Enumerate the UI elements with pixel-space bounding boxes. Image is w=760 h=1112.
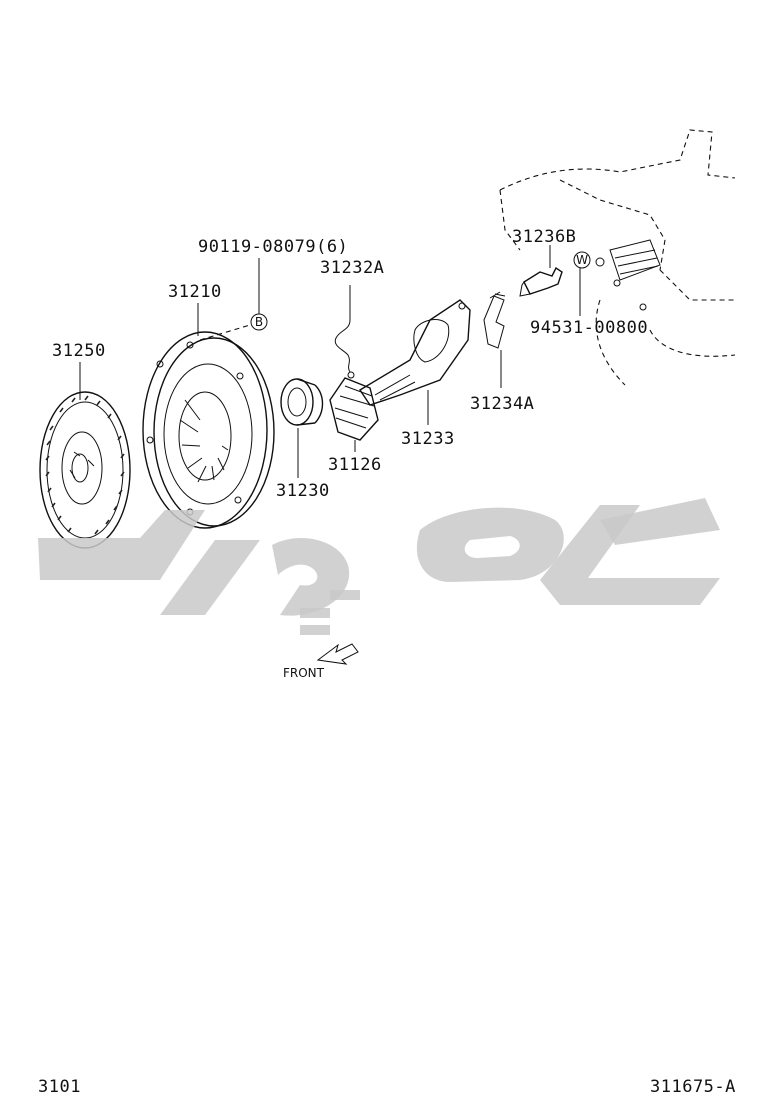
label-clutch-cover: 31210 bbox=[168, 282, 222, 302]
clutch-cover bbox=[142, 331, 275, 529]
label-washer: 94531-00800 bbox=[530, 318, 648, 338]
washer-marker: W bbox=[576, 253, 588, 267]
release-bearing bbox=[280, 378, 324, 478]
label-retainer-clip: 31234A bbox=[470, 394, 534, 414]
washer: W bbox=[573, 251, 605, 316]
front-arrow bbox=[316, 643, 359, 665]
spring bbox=[334, 285, 355, 379]
watermark-logo bbox=[38, 498, 720, 635]
label-hub-boot: 31126 bbox=[328, 455, 382, 475]
hub-boot bbox=[329, 377, 379, 452]
front-direction-label: FRONT bbox=[283, 666, 325, 680]
label-release-bearing: 31230 bbox=[276, 481, 330, 501]
release-fork bbox=[359, 299, 471, 425]
clutch-disc bbox=[39, 391, 131, 549]
label-support-pivot: 31236B bbox=[512, 227, 576, 247]
retainer-clip bbox=[483, 291, 506, 388]
bolt-marker: B bbox=[255, 315, 263, 329]
label-spring: 31232A bbox=[320, 258, 384, 278]
label-bolt: 90119-08079(6) bbox=[198, 237, 348, 257]
bolt-pointer: B bbox=[199, 258, 268, 341]
label-release-fork: 31233 bbox=[401, 429, 455, 449]
label-clutch-disc: 31250 bbox=[52, 341, 106, 361]
footer-right-code: 311675-A bbox=[650, 1077, 736, 1097]
support-pivot bbox=[519, 245, 563, 297]
footer-left-code: 3101 bbox=[38, 1077, 81, 1097]
transmission-housing bbox=[499, 129, 736, 386]
